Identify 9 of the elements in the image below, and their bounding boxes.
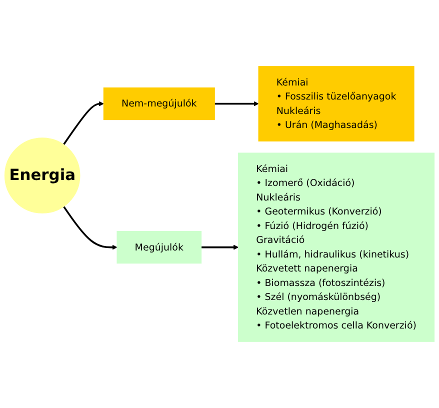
node-box: Nem-megújulók — [103, 87, 215, 120]
node-box: Kémiai • Fosszilis tüzelőanyagok Nukleáris • Urán (Maghasadás) — [258, 66, 414, 142]
arrow — [62, 206, 118, 250]
node-box: Kémiai • Izomerő (Oxidáció) Nukleáris • Geotermikus (Konverzió) • Fúzió (Hidrogén fúzió) Gravitáció • Hullám, hidraulikus (kinetikus) Közvetett napenergia • Biomassza (fotoszintézis) • Szél (nyomáskülönbség) Közvetlen napenergia • Fotoelektromos cella Konverzió) — [238, 152, 435, 342]
arrow — [214, 101, 259, 106]
node-circle: Energia — [4, 138, 80, 214]
arrow — [201, 244, 239, 250]
node-box: Megújulók — [116, 230, 202, 264]
arrow — [62, 101, 104, 146]
